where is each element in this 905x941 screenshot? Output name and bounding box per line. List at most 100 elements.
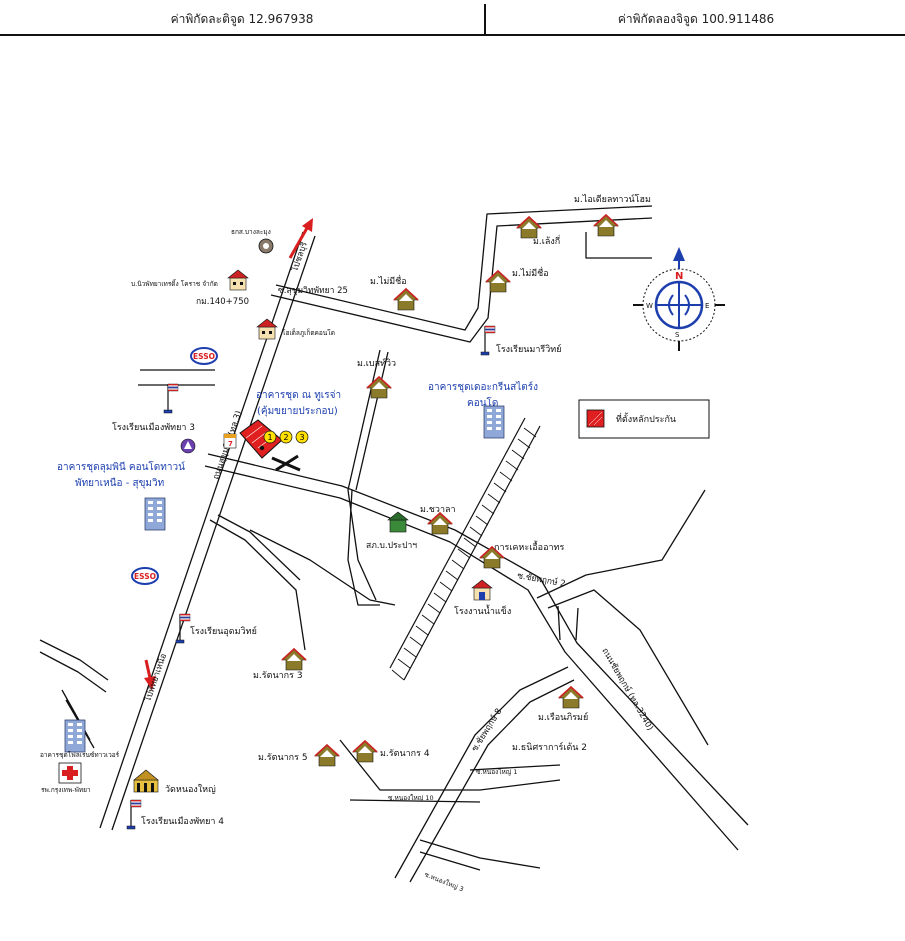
- label-village-khawala: ม.ชวาลา: [420, 505, 456, 515]
- label-km-marker: กม.140+750: [196, 297, 249, 307]
- marker-2: 2: [279, 430, 293, 444]
- compass-icon: N S E W: [633, 247, 725, 351]
- label-condo-pattaya-2: พัทยาเหนือ - สุขุมวิท: [75, 477, 164, 489]
- label-soi-nongyai-1: ซ.หนองใหญ่ 1: [476, 768, 517, 776]
- label-village-thanisara: ม.ธนิศราการ์เด้น 2: [512, 741, 587, 753]
- svg-text:1: 1: [267, 433, 272, 442]
- legend-label: ที่ตั้งหลักประกัน: [616, 412, 676, 425]
- condo-green-building-icon: [483, 405, 505, 439]
- header-rule: [0, 34, 905, 36]
- arrow-to-pattaya-north: [144, 659, 156, 690]
- compass-e: E: [705, 302, 709, 310]
- house-icon-ideal-1: [516, 216, 542, 239]
- school-aris-flag-icon: [175, 613, 191, 644]
- compass-w: W: [646, 302, 653, 310]
- label-wat: วัดหนองใหญ่: [165, 784, 216, 795]
- label-hotel: โฮเต็ลภูเก็ตคอนโด: [282, 328, 335, 337]
- road-soi-8: [394, 666, 575, 883]
- arrow-to-chonburi: [288, 218, 313, 259]
- police-icon: [387, 511, 409, 533]
- property-marker: 7: [223, 419, 283, 459]
- gas-station-icon: [180, 438, 196, 454]
- house-icon-rattanakorn-5: [314, 744, 340, 767]
- label-condo-main-2: (คุ้มขยายประกอบ): [257, 405, 338, 417]
- road-southwest: [39, 639, 109, 693]
- label-bank: ธกส.บางละมุง: [231, 228, 271, 236]
- label-condo-green: อาคารชุดเดอะกรีนสไตร์ง: [428, 381, 538, 393]
- label-village-rattanakorn-5: ม.รัตนากร 5: [258, 753, 308, 763]
- svg-text:3: 3: [299, 433, 304, 442]
- road-west-link: [249, 529, 396, 606]
- road-east-spur: [557, 605, 579, 641]
- label-nissan: บ.นิวพัทยาเทรดิ้ง โคราช จำกัด: [131, 279, 218, 288]
- svg-text:2: 2: [283, 433, 288, 442]
- road-west-loop: [209, 514, 306, 651]
- label-soi-nongyai-10: ซ.หนองใหญ่ 10: [388, 794, 434, 802]
- legend: ที่ตั้งหลักประกัน: [578, 399, 710, 439]
- hotel-icon: [256, 318, 278, 340]
- label-hospital: รพ.กรุงเทพ-พัทยา: [41, 786, 91, 794]
- school-mairi-flag-icon: [480, 325, 496, 356]
- esso-icon: [190, 347, 218, 365]
- label-school-mueang-3: โรงเรียนเมืองพัทยา 3: [112, 422, 195, 433]
- label-village-maimichue-2: ม.ไม่มีชื่อ: [512, 266, 549, 279]
- label-village-baanthewa: ม.เบสท์วิว: [357, 357, 396, 369]
- condo-bottom-building-icon: [64, 719, 86, 753]
- house-icon-rattanakorn-3: [281, 648, 307, 671]
- label-chaiyaphruek-road: ถนนชัยพฤกษ์ (ทล.3240): [599, 646, 655, 732]
- label-village-maimichue-1: ม.ไม่มีชื่อ: [370, 274, 407, 287]
- svg-text:7: 7: [228, 440, 233, 448]
- label-village-lengki: ม.เล้งกี่: [533, 234, 560, 247]
- road-soi-25: [270, 205, 653, 343]
- overpass-icon: [271, 454, 301, 472]
- temple-icon: [133, 769, 159, 793]
- longitude-label: ค่าพิกัดลองจิจูด 100.911486: [617, 12, 775, 26]
- label-condo-pattaya: อาคารชุดลุมพินี คอนโดทาวน์: [57, 460, 185, 473]
- label-soi-nongyai-3: ซ.หนองใหญ่ 3: [423, 870, 464, 893]
- latitude-label: ค่าพิกัดละติจูด 12.967938: [170, 12, 314, 26]
- house-icon-maimichue-2: [485, 270, 511, 293]
- shop-icon: [227, 269, 249, 291]
- label-school-mairi: โรงเรียนมารีวิทย์: [496, 343, 561, 355]
- road-east-branch-2: [547, 589, 709, 746]
- esso-icon-2: [131, 567, 159, 585]
- coordinate-header: ค่าพิกัดละติจูด 12.967938 ค่าพิกัดลองจิจ…: [0, 0, 905, 36]
- house-icon-ideal-2: [593, 214, 619, 237]
- label-village-ideal: ม.ไอเดียลทาวน์โฮม: [574, 193, 651, 205]
- label-factory: โรงงานน้ำแข็ง: [454, 604, 511, 617]
- marker-3: 3: [295, 430, 309, 444]
- marker-1: 1: [263, 430, 277, 444]
- condo-building-icon: [144, 497, 166, 531]
- label-condo-bottom: อาคารชุดโฟลเรนซ์ทาวเวอร์: [40, 751, 120, 759]
- label-village-rattanakorn-4: ม.รัตนากร 4: [380, 749, 430, 759]
- hospital-icon: [58, 762, 82, 784]
- road-nongyai-10: [339, 739, 561, 791]
- road-nongyai-1: [349, 764, 561, 803]
- label-village-ruenphirom: ม.เรือนภิรมย์: [538, 711, 588, 723]
- school-flag-icon: [163, 383, 179, 414]
- bank-icon: [258, 238, 274, 254]
- header-divider: [484, 4, 486, 35]
- factory-icon: [471, 579, 493, 601]
- house-icon-maimichue-1: [393, 288, 419, 311]
- road-east-branch: [536, 489, 706, 599]
- house-icon-baanthewa: [366, 376, 392, 399]
- label-school-mueang-4: โรงเรียนเมืองพัทยา 4: [141, 816, 224, 827]
- label-soi-25: ซ.สุขุมวิทพัทยา 25: [278, 286, 348, 296]
- house-icon-rattanakorn-4: [352, 740, 378, 763]
- road-sukhumvit: [99, 231, 316, 831]
- railway: [389, 417, 541, 681]
- road-bestview: [347, 349, 389, 601]
- label-condo-main: อาคารชุด ณ ทูเรจ่า: [256, 390, 341, 401]
- road-ideal-loop: [585, 232, 652, 259]
- house-icon-ruenphirom: [558, 686, 584, 709]
- label-school-aris: โรงเรียนอุดมวิทย์: [190, 625, 257, 637]
- road-police: [347, 489, 380, 606]
- school-mueang-4-flag-icon: [126, 799, 142, 830]
- compass-s: S: [675, 331, 680, 339]
- label-police: สภ.บ.ประปาฯ: [366, 541, 417, 551]
- compass-n: N: [675, 271, 683, 282]
- road-nongyai-3: [419, 839, 541, 871]
- label-soi-chaiyaphruek-2: ซ.ชัยพฤกษ์ 2: [516, 570, 566, 589]
